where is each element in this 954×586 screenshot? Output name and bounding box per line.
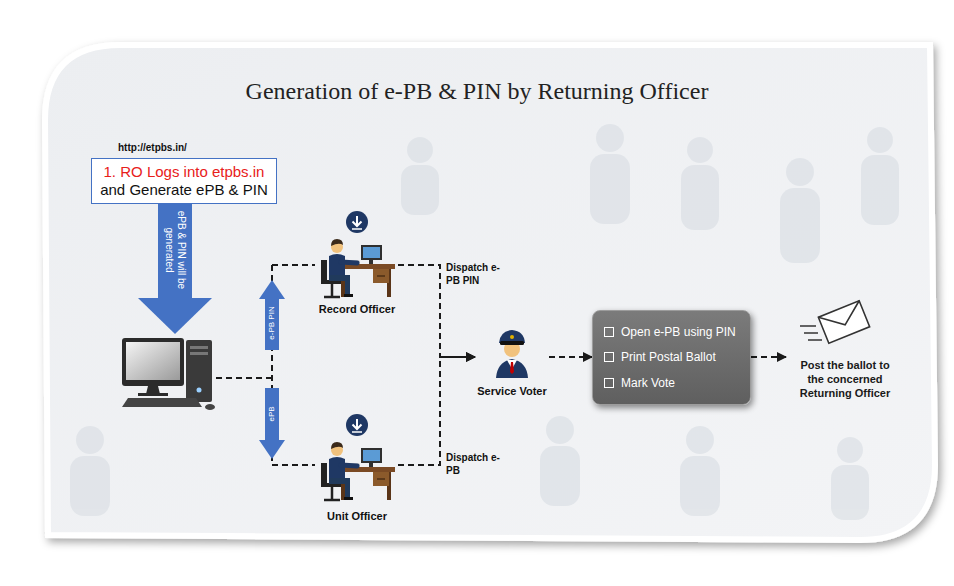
node-text: Unit Officer (327, 509, 387, 523)
arrow-label: e-PB PIN (267, 300, 277, 346)
actor-node: Service Voter (475, 322, 549, 398)
node-text: 1. RO Logs into etpbs.in (104, 163, 265, 181)
url-label: http://etpbs.in/ (118, 142, 187, 153)
actor-node: Record Officer (316, 210, 398, 316)
steps-box: Open e-PB using PIN Print Postal BallotMa… (592, 310, 751, 405)
post-node: Post the ballot to the concerned Returni… (786, 290, 904, 400)
dashed-connector (398, 357, 475, 465)
dashed-connector (549, 356, 592, 358)
node-text: Service Voter (477, 384, 547, 398)
step-item: Mark Vote (621, 375, 675, 391)
step-item: Open e-PB using PIN (621, 324, 736, 340)
step-item: Print Postal Ballot (621, 349, 716, 365)
diagram-title: Generation of e-PB & PIN by Returning Of… (0, 78, 954, 105)
dashed-connector (751, 356, 786, 358)
actor-node: Unit Officer (316, 415, 398, 523)
arrow-label: ePB (267, 391, 277, 437)
edge-label: Dispatch e-PB (446, 452, 500, 477)
arrow-label: ePB & PIN will be generated (163, 202, 187, 298)
edge-label: Dispatch e-PB PIN (446, 262, 500, 287)
node-text: Post the ballot to the concerned Returni… (793, 358, 897, 400)
process-box: 1. RO Logs into etpbs.inand Generate ePB… (91, 158, 277, 204)
node-text: Record Officer (319, 302, 395, 316)
node-text: and Generate ePB & PIN (100, 181, 268, 199)
